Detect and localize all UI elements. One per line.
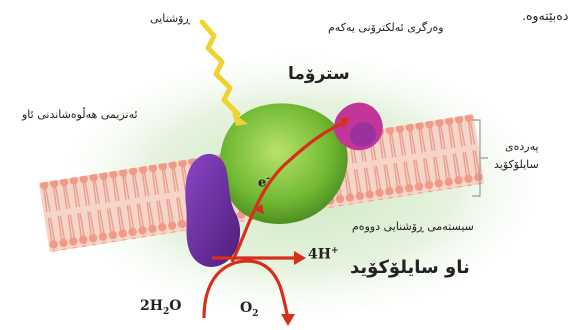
photosystem-ii-label: سیستەمی ڕۆشنایی دووەم: [352, 220, 474, 233]
membrane-label-line1: پەردەی: [505, 140, 539, 153]
light-label: ڕۆشنایی: [150, 12, 190, 25]
electron-acceptor-label: وەرگری ئەلکترۆنی یەکەم: [328, 21, 444, 34]
water-formula: 2H2O: [140, 298, 181, 317]
cropped-caption-text: ده‌بێته‌وه‌.: [522, 8, 568, 23]
water-splitting-enzyme-label: ئەنزیمی هەڵوەشاندنی ئاو: [22, 108, 138, 121]
stroma-label: سترۆما: [288, 64, 350, 84]
oxygen-arrowhead: [281, 314, 295, 326]
oxygen-formula: O2: [240, 300, 258, 319]
thylakoid-lumen-label: ناو سایلۆکۆید: [350, 257, 470, 278]
membrane-label-line2: سایلۆکۆید: [494, 158, 539, 171]
proton-formula: 4H+: [308, 246, 339, 263]
electron-symbol: e-: [258, 174, 270, 190]
